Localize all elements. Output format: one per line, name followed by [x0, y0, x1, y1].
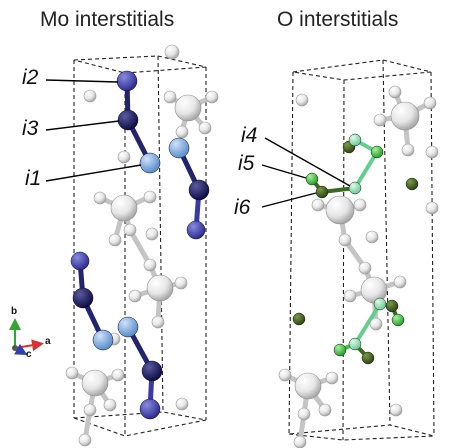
o-atom: [292, 312, 306, 326]
right-panel: [261, 59, 439, 448]
label-i1: i1: [25, 167, 42, 190]
mo-atom-i1: [139, 152, 161, 174]
mo-atom: [72, 287, 94, 309]
o-atom: [333, 343, 347, 357]
o-atom: [385, 299, 399, 313]
o-atom: [373, 297, 387, 311]
axis-label-a: a: [45, 336, 51, 347]
o-atom: [361, 351, 375, 365]
label-i3: i3: [22, 117, 39, 140]
left-panel: [9, 44, 219, 447]
mo-atom-i3: [117, 109, 139, 131]
mo-atom: [117, 316, 139, 338]
right-panel-title: O interstitials: [277, 8, 399, 31]
right-o-atoms: [292, 133, 419, 365]
mo-atom: [168, 137, 190, 159]
axis-label-c: c: [26, 349, 32, 360]
label-i6: i6: [234, 196, 251, 219]
o-atom: [370, 145, 384, 159]
right-host-atoms: [278, 85, 439, 448]
left-leader-lines: [45, 79, 142, 182]
left-mo-atoms: [70, 70, 210, 420]
mo-atom: [141, 360, 163, 382]
o-atom: [391, 313, 405, 327]
o-atom-i4: [348, 181, 362, 195]
mo-atom: [188, 179, 210, 201]
left-host-atoms: [65, 44, 219, 447]
right-leader-lines: [261, 137, 351, 208]
mo-atom: [186, 220, 206, 240]
o-atom-i5: [305, 172, 319, 186]
label-i5: i5: [238, 152, 255, 175]
o-atom: [348, 337, 362, 351]
left-host-large-atoms: [81, 94, 202, 397]
o-atom: [405, 177, 419, 191]
mo-atom: [92, 329, 114, 351]
mo-atom: [70, 251, 90, 271]
axes-indicator: [9, 318, 44, 355]
label-i2: i2: [22, 66, 39, 89]
right-host-large-atoms: [294, 101, 420, 400]
mo-atom-i2: [116, 70, 138, 92]
label-i4: i4: [241, 124, 258, 147]
o-atom-i6: [315, 185, 329, 199]
mo-atom: [139, 398, 161, 420]
o-atom: [348, 133, 362, 147]
axis-label-b: b: [11, 306, 18, 317]
left-panel-title: Mo interstitials: [40, 8, 175, 31]
